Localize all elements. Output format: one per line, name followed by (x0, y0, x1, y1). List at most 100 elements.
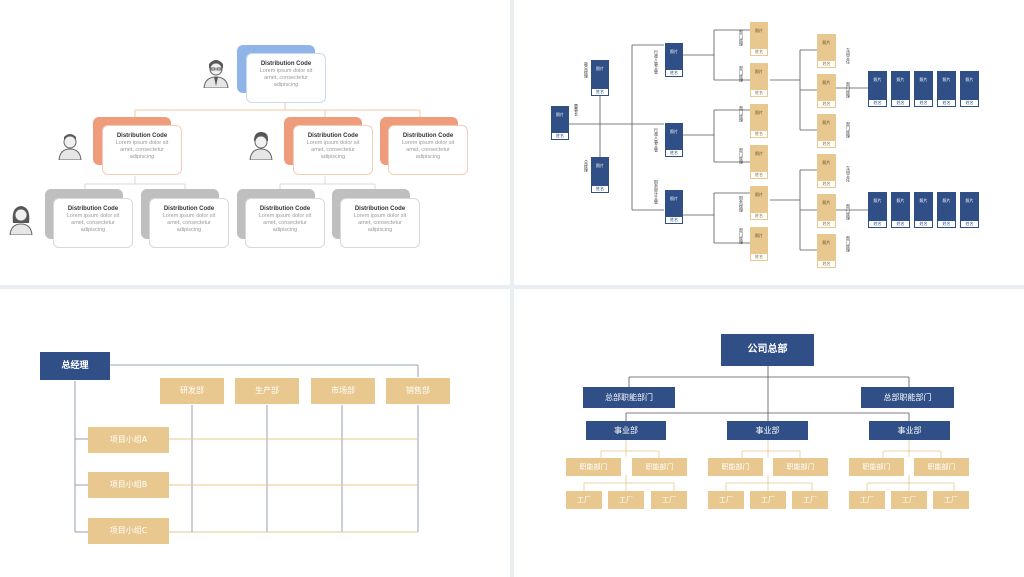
title-root: 董事长 (574, 104, 579, 116)
dept-box: 研发部 (160, 378, 224, 404)
photo-label: 照片 (755, 28, 763, 33)
card-title: Distribution Code (307, 133, 359, 139)
photo-card-staff: 照片姓名 (891, 192, 910, 228)
factory-box: 工厂 (566, 491, 602, 509)
woman-avatar-icon (9, 206, 33, 235)
factory-box: 工厂 (891, 491, 927, 509)
distribution-card-bottom-1: Distribution Code Lorem ipsum dolor sit … (53, 198, 133, 248)
man-avatar-icon (58, 134, 82, 160)
photo-label: 照片 (822, 240, 831, 245)
hq-box: 公司总部 (721, 334, 814, 366)
connector-lines (583, 366, 955, 491)
name-label: 姓名 (750, 212, 768, 220)
card-text: Lorem ipsum dolor sit amet, consectetur … (258, 213, 312, 233)
photo-card-staff: 照片姓名 (960, 192, 979, 228)
card-text: Lorem ipsum dolor sit amet, consectetur … (259, 68, 313, 88)
photo-label: 照片 (755, 192, 763, 197)
title-sub-5: 财务经理 (739, 196, 744, 212)
photo-card-upper: 照片姓名 (591, 60, 609, 96)
card-text: Lorem ipsum dolor sit amet, consectetur … (353, 213, 407, 233)
division-box: 事业部 (727, 421, 808, 440)
photo-label: 照片 (670, 196, 678, 201)
factory-box: 工厂 (792, 491, 828, 509)
dept-box: 生产部 (235, 378, 299, 404)
title-sub-2: 部门经理 (739, 66, 744, 82)
name-label: 姓名 (960, 220, 979, 228)
card-title: Distribution Code (354, 206, 406, 212)
photo-label: 照片 (556, 112, 564, 117)
photo-label: 照片 (755, 69, 763, 74)
photo-card-branch-1: 照片姓名 (665, 43, 683, 77)
dept-box: 市场部 (311, 378, 375, 404)
photo-card-staff: 照片姓名 (914, 71, 933, 107)
businessman-avatar-icon (203, 60, 229, 88)
photo-card-gold: 照片姓名 (750, 104, 768, 138)
photo-card-branch-3: 照片姓名 (665, 190, 683, 224)
photo-card-staff: 照片姓名 (868, 71, 887, 107)
title-lower: 总经理 (584, 160, 589, 172)
project-group-box: 项目小组B (88, 472, 169, 498)
card-text: Lorem ipsum dolor sit amet, consectetur … (66, 213, 120, 233)
photo-label: 照片 (596, 163, 604, 168)
photo-card-gold: 照片姓名 (750, 145, 768, 179)
name-label: 姓名 (665, 216, 683, 224)
panel-hq-chart: 公司总部 总部职能部门 总部职能部门 事业部 事业部 事业部 职能部门 职能部门… (514, 289, 1024, 577)
photo-card-gold: 照片姓名 (817, 194, 836, 228)
photo-label: 照片 (822, 160, 831, 165)
title-g6: 部门经理 (846, 236, 851, 252)
functional-dept-box: 职能部门 (849, 458, 904, 476)
functional-dept-box: 职能部门 (773, 458, 828, 476)
photo-label: 照片 (965, 198, 974, 203)
photo-card-staff: 照片姓名 (937, 71, 956, 107)
photo-label: 照片 (755, 233, 763, 238)
connector-lines (560, 29, 868, 251)
factory-box: 工厂 (651, 491, 687, 509)
name-label: 姓名 (591, 88, 609, 96)
panel-matrix-chart: 总经理 研发部 生产部 市场部 销售部 项目小组A 项目小组B 项目小组C (0, 289, 510, 577)
title-branch-2: 行政人事主管 (654, 128, 659, 152)
functional-dept-box: 职能部门 (914, 458, 969, 476)
panel-org-chart-cards: Distribution Code Lorem ipsum dolor sit … (0, 0, 510, 285)
functional-dept-box: 职能部门 (708, 458, 763, 476)
card-title: Distribution Code (163, 206, 215, 212)
title-branch-3: 财务审计主管 (654, 180, 659, 204)
name-label: 姓名 (891, 220, 910, 228)
photo-label: 照片 (596, 66, 604, 71)
name-label: 姓名 (750, 171, 768, 179)
name-label: 姓名 (750, 48, 768, 56)
factory-box: 工厂 (708, 491, 744, 509)
hq-functional-dept-left: 总部职能部门 (583, 387, 675, 408)
name-label: 姓名 (551, 132, 569, 140)
card-title: Distribution Code (402, 133, 454, 139)
man-avatar-icon (249, 132, 273, 160)
photo-card-gold: 照片姓名 (817, 234, 836, 268)
card-title: Distribution Code (116, 133, 168, 139)
photo-card-gold: 照片姓名 (817, 34, 836, 68)
card-text: Lorem ipsum dolor sit amet, consectetur … (306, 140, 360, 160)
title-branch-1: 行政人事主管 (654, 50, 659, 74)
functional-dept-box: 职能部门 (566, 458, 621, 476)
title-g4: 车间主任 (846, 166, 851, 182)
photo-card-staff: 照片姓名 (960, 71, 979, 107)
photo-label: 照片 (755, 110, 763, 115)
name-label: 姓名 (937, 99, 956, 107)
name-label: 姓名 (750, 89, 768, 97)
card-text: Lorem ipsum dolor sit amet, consectetur … (162, 213, 216, 233)
card-text: Lorem ipsum dolor sit amet, consectetur … (401, 140, 455, 160)
name-label: 姓名 (817, 180, 836, 188)
division-box: 事业部 (869, 421, 950, 440)
distribution-card-bottom-3: Distribution Code Lorem ipsum dolor sit … (245, 198, 325, 248)
general-manager-box: 总经理 (40, 352, 110, 380)
title-upper: 副总经理 (584, 62, 589, 78)
photo-label: 照片 (965, 77, 974, 82)
name-label: 姓名 (817, 220, 836, 228)
name-label: 姓名 (817, 140, 836, 148)
distribution-card-mid-1: Distribution Code Lorem ipsum dolor sit … (102, 125, 182, 175)
photo-card-staff: 照片姓名 (937, 192, 956, 228)
photo-card-root: 照片姓名 (551, 106, 569, 140)
photo-card-gold: 照片姓名 (750, 186, 768, 220)
distribution-card-bottom-2: Distribution Code Lorem ipsum dolor sit … (149, 198, 229, 248)
card-title: Distribution Code (67, 206, 119, 212)
name-label: 姓名 (960, 99, 979, 107)
photo-label: 照片 (670, 129, 678, 134)
